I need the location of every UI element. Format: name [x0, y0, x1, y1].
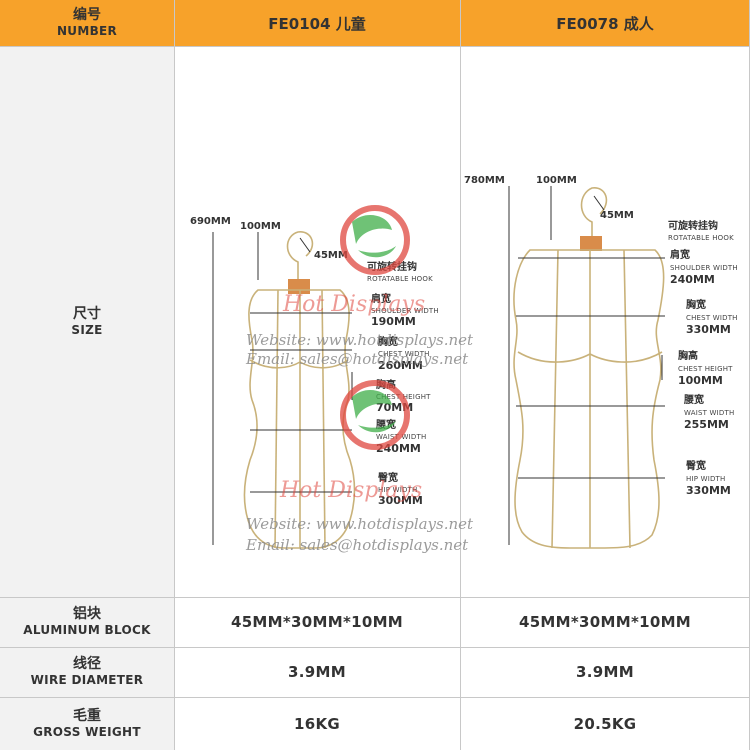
- hook-icon: [580, 187, 608, 236]
- adult-hook-en: ROTATABLE HOOK: [668, 234, 734, 242]
- child-hip-zh: 臀宽: [378, 471, 398, 484]
- row-wire-label: 线径 WIRE DIAMETER: [0, 647, 174, 697]
- grid-line: [174, 0, 175, 750]
- grid-line: [0, 597, 750, 598]
- adult-chest-h-val: 100MM: [678, 374, 723, 387]
- row-aluminum-col2: 45MM*30MM*10MM: [460, 597, 750, 647]
- adult-hook-width: 100MM: [536, 175, 577, 186]
- adult-shoulder-zh: 肩宽: [670, 248, 690, 261]
- adult-hip-val: 330MM: [686, 484, 731, 497]
- row-weight-col1: 16KG: [174, 697, 460, 750]
- child-chest-zh: 胸宽: [378, 335, 398, 348]
- row-value: 3.9MM: [576, 663, 634, 681]
- child-chest-val: 260MM: [378, 359, 423, 372]
- adult-waist-en: WAIST WIDTH: [684, 409, 734, 417]
- watermark-brand: Hot Displays: [280, 478, 423, 503]
- child-chest-en: CHEST WIDTH: [378, 350, 430, 358]
- header-label-en: NUMBER: [56, 24, 118, 38]
- grid-line: [0, 697, 750, 698]
- row-label-zh: 线径: [73, 656, 101, 672]
- header-col2-cell: FE0078 成人: [460, 0, 750, 46]
- watermark-logo-icon: [340, 380, 410, 450]
- row-value: 20.5KG: [573, 714, 637, 733]
- child-body-outline: [243, 289, 356, 549]
- child-height: 690MM: [190, 216, 231, 227]
- grid-line: [460, 0, 461, 750]
- child-shoulder-val: 190MM: [371, 315, 416, 328]
- header-label-zh: 编号: [73, 7, 101, 23]
- row-wire-col2: 3.9MM: [460, 647, 750, 697]
- header-col1-cell: FE0104 儿童: [174, 0, 460, 46]
- child-hook-size: 45MM: [314, 250, 348, 261]
- row-value: 45MM*30MM*10MM: [230, 613, 404, 631]
- child-shoulder-en: SHOULDER WIDTH: [371, 307, 439, 315]
- adult-chest-zh: 胸宽: [686, 298, 706, 311]
- header-col1: FE0104 儿童: [268, 14, 366, 33]
- row-value: 16KG: [293, 714, 340, 733]
- watermark-website: Website: www.hotdisplays.net: [246, 331, 474, 349]
- adult-waist-val: 255MM: [684, 418, 729, 431]
- child-hook-width: 100MM: [240, 221, 281, 232]
- adult-waist-zh: 腰宽: [683, 393, 704, 406]
- adult-height: 780MM: [464, 175, 505, 186]
- adult-shoulder-val: 240MM: [670, 273, 715, 286]
- row-label-en: GROSS WEIGHT: [33, 724, 141, 739]
- adult-chest-en: CHEST WIDTH: [686, 314, 738, 322]
- adult-chest-h-zh: 胸高: [678, 349, 698, 362]
- adult-form: 780MM 100MM 45MM 可旋转挂钩 ROTATABLE HOOK 肩宽…: [464, 175, 738, 549]
- child-hip-val: 300MM: [378, 494, 423, 507]
- size-label-zh: 尺寸: [73, 305, 101, 322]
- adult-chest-h-en: CHEST HEIGHT: [678, 365, 733, 373]
- adult-hip-en: HIP WIDTH: [686, 475, 726, 483]
- watermark-email: Email: sales@hotdisplays.net: [246, 536, 469, 554]
- row-weight-label: 毛重 GROSS WEIGHT: [0, 697, 174, 750]
- hook-icon: [286, 231, 314, 280]
- adult-chest-val: 330MM: [686, 323, 731, 336]
- watermark-brand: Hot Displays: [283, 292, 426, 317]
- row-aluminum-label: 铝块 ALUMINUM BLOCK: [0, 597, 174, 647]
- watermark-website: Website: www.hotdisplays.net: [246, 515, 474, 533]
- child-hook-en: ROTATABLE HOOK: [367, 275, 433, 283]
- size-label-cell: 尺寸 SIZE: [0, 46, 174, 597]
- row-value: 3.9MM: [288, 663, 346, 681]
- adult-body-outline: [513, 249, 665, 549]
- watermark-email: Email: sales@hotdisplays.net: [246, 350, 469, 368]
- row-label-zh: 铝块: [73, 606, 101, 622]
- adult-shoulder-en: SHOULDER WIDTH: [670, 264, 738, 272]
- size-label-en: SIZE: [71, 322, 103, 337]
- header-label-cell: 编号 NUMBER: [0, 0, 174, 46]
- row-label-en: WIRE DIAMETER: [30, 673, 144, 687]
- adult-hip-zh: 臀宽: [686, 459, 706, 472]
- header-col2: FE0078 成人: [556, 14, 654, 33]
- adult-hook-size: 45MM: [600, 210, 634, 221]
- row-value: 45MM*30MM*10MM: [518, 613, 692, 631]
- row-label-en: ALUMINUM BLOCK: [23, 623, 151, 637]
- row-label-zh: 毛重: [73, 707, 101, 724]
- grid-line: [0, 46, 750, 47]
- watermark-logo-icon: [340, 205, 410, 275]
- grid-line: [0, 647, 750, 648]
- row-weight-col2: 20.5KG: [460, 697, 750, 750]
- child-hip-en: HIP WIDTH: [378, 486, 418, 494]
- row-aluminum-col1: 45MM*30MM*10MM: [174, 597, 460, 647]
- row-wire-col1: 3.9MM: [174, 647, 460, 697]
- adult-hook-zh: 可旋转挂钩: [668, 219, 718, 232]
- aluminum-block-icon: [580, 236, 602, 251]
- child-shoulder-zh: 肩宽: [371, 292, 391, 305]
